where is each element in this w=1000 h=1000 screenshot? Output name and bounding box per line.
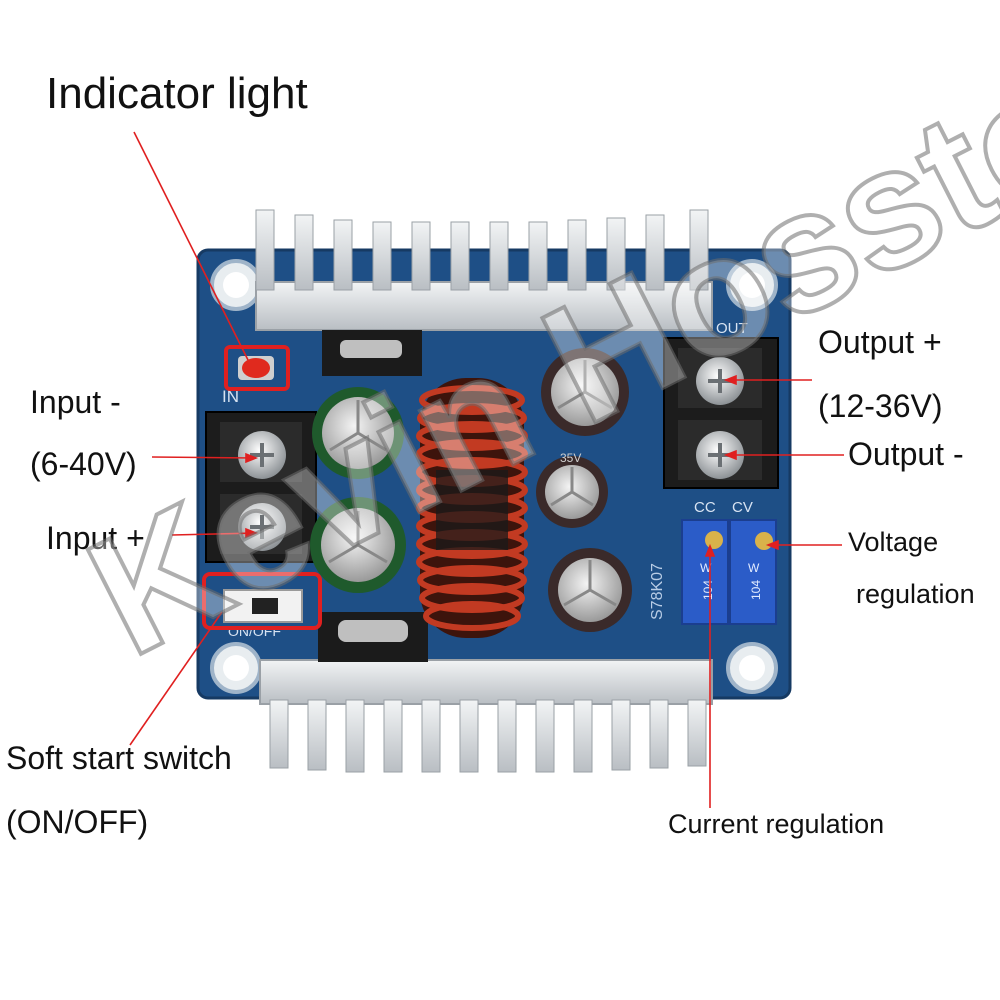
soft-start-switch xyxy=(223,589,303,623)
indicator-light-label: Indicator light xyxy=(46,69,308,118)
silk-in-text: IN xyxy=(222,387,239,406)
voltage-regulation-label-line2: regulation xyxy=(856,579,975,609)
silk-onoff-text: ON/OFF xyxy=(228,623,281,639)
top-heatsink xyxy=(255,209,713,331)
soft-start-state-label: (ON/OFF) xyxy=(6,804,149,840)
silk-cc-text: CC xyxy=(694,499,716,516)
left-capacitors xyxy=(310,387,406,593)
output-range-label: (12-36V) xyxy=(818,388,943,424)
soft-start-label: Soft start switch xyxy=(6,740,232,776)
leader-lines xyxy=(129,131,844,808)
silk-out-text: OUT xyxy=(716,320,748,337)
bottom-heatsink xyxy=(259,659,713,773)
pot-part-right: W xyxy=(748,561,760,575)
indicator-led xyxy=(238,356,274,380)
current-regulation-label: Current regulation xyxy=(668,809,885,839)
right-capacitors: 35V xyxy=(536,348,632,632)
silk-model-text: S78K07 xyxy=(649,563,666,620)
input-minus-label: Input - xyxy=(30,384,121,420)
inductor-coil xyxy=(416,378,528,638)
input-terminal-block xyxy=(205,411,317,563)
silk-cv-text: CV xyxy=(732,499,753,516)
voltage-pot-screw xyxy=(755,532,773,550)
input-range-label: (6-40V) xyxy=(30,446,137,482)
led-callout-box xyxy=(224,345,290,391)
switch-callout-box xyxy=(202,572,322,630)
voltage-regulation-label-line1: Voltage xyxy=(848,527,939,557)
potentiometers: 104 104 W W xyxy=(681,519,777,625)
output-minus-label: Output - xyxy=(848,436,964,472)
input-plus-label: Input + xyxy=(46,520,145,556)
cap-rating-text: 35V xyxy=(560,451,581,465)
pot-code-left: 104 xyxy=(701,580,715,600)
current-pot-screw xyxy=(705,531,723,549)
pot-part-left: W xyxy=(700,561,712,575)
output-terminal-block xyxy=(663,337,779,489)
output-plus-label: Output + xyxy=(818,324,942,360)
pot-code-right: 104 xyxy=(749,580,763,600)
